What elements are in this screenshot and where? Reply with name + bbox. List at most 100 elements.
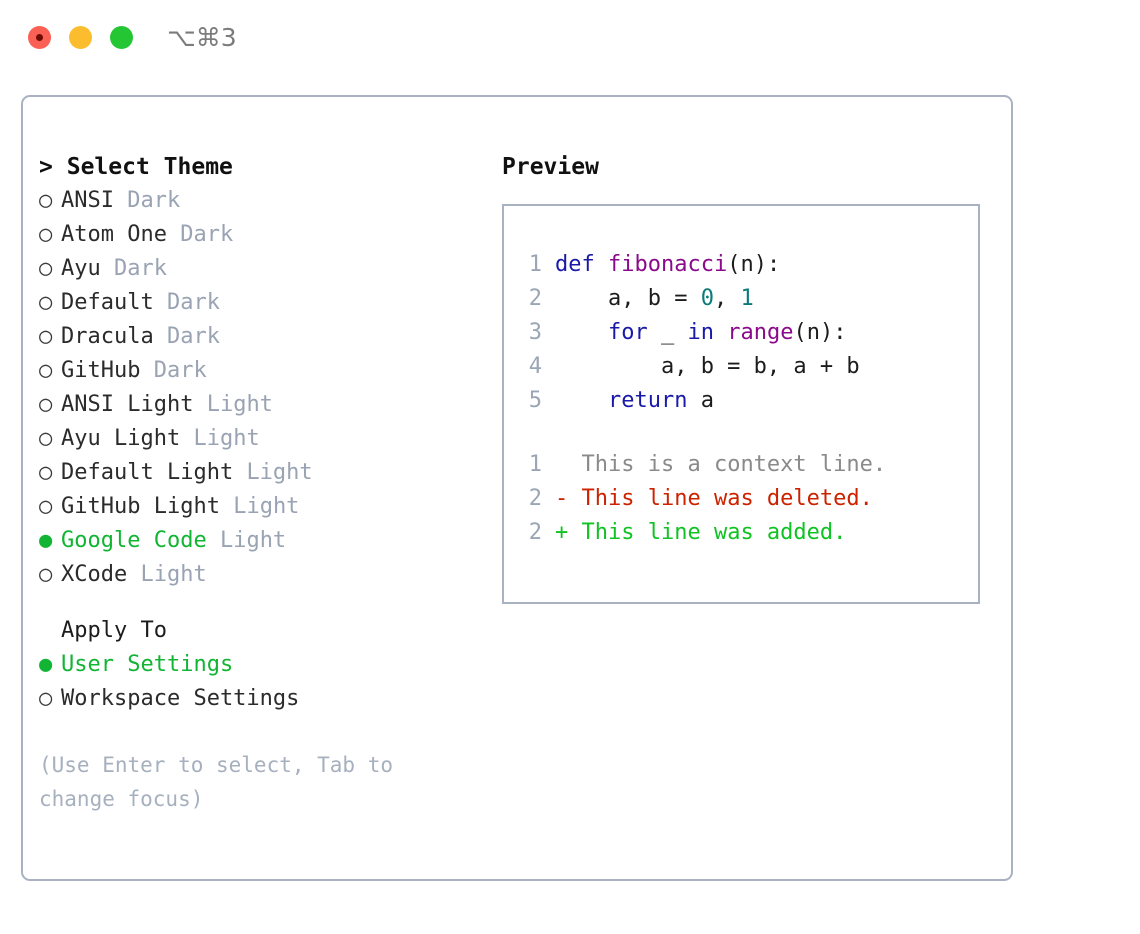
code-line: 3 for _ in range(n): — [516, 316, 970, 350]
line-number: 4 — [528, 354, 542, 379]
theme-option-tag: Light — [206, 392, 273, 417]
apply-to-option-list: ● User Settings ○Workspace Settings — [39, 648, 479, 716]
code-line: 5 return a — [516, 384, 970, 418]
theme-option-label: Dracula — [61, 324, 154, 349]
theme-picker-title: > Select Theme — [39, 150, 479, 184]
window-titlebar: ⌥⌘3 — [0, 0, 1140, 78]
theme-option-tag: Light — [246, 460, 313, 485]
theme-option-label: Ayu Light — [61, 426, 181, 451]
radio-icon: ○ — [39, 188, 53, 213]
diff-sample: 1 This is a context line. 2- This line w… — [516, 448, 970, 550]
code-line: 1 def fibonacci(n): — [516, 248, 970, 282]
theme-option-tag: Dark — [114, 256, 167, 281]
window-controls — [28, 26, 133, 49]
code-token: (n): — [793, 320, 847, 345]
maximize-button-icon[interactable] — [110, 26, 133, 49]
radio-icon: ○ — [39, 686, 53, 711]
theme-option-label: GitHub Light — [61, 494, 220, 519]
line-number: 5 — [528, 388, 542, 413]
radio-icon: ○ — [39, 494, 53, 519]
theme-option-ansi[interactable]: ○ANSI Dark — [39, 184, 479, 218]
radio-icon-selected: ● — [39, 652, 53, 677]
theme-option-dracula[interactable]: ○ Dracula Dark — [39, 320, 479, 354]
line-number: 2 — [528, 520, 542, 545]
theme-option-default-light[interactable]: ○ Default Light Light — [39, 456, 479, 490]
code-token: a, b = — [555, 286, 701, 311]
theme-option-label: Google Code — [61, 528, 207, 553]
minimize-button-icon[interactable] — [69, 26, 92, 49]
diff-text: This is a context line. — [581, 452, 887, 477]
diff-marker — [555, 452, 568, 477]
radio-icon: ○ — [39, 324, 53, 349]
preview-title: Preview — [502, 154, 599, 180]
theme-option-tag: Dark — [153, 358, 207, 383]
diff-line-deleted: 2- This line was deleted. — [516, 482, 970, 516]
code-token: in — [687, 320, 714, 345]
theme-option-label: GitHub — [61, 358, 141, 383]
theme-option-label: Ayu — [61, 256, 101, 281]
theme-option-list: ○ANSI Dark ○Atom One Dark ○Ayu Dark ○Def… — [39, 184, 479, 592]
radio-icon-selected: ● — [39, 528, 53, 553]
theme-option-tag: Light — [219, 528, 287, 553]
theme-picker-column: > Select Theme ○ANSI Dark ○Atom One Dark… — [39, 150, 479, 816]
radio-icon: ○ — [39, 392, 53, 417]
radio-icon: ○ — [39, 256, 53, 281]
diff-marker: + — [555, 520, 569, 545]
theme-option-github-light[interactable]: ○ GitHub Light Light — [39, 490, 479, 524]
diff-text: This line was added. — [581, 520, 847, 545]
theme-option-label: Default Light — [61, 460, 234, 485]
theme-option-tag: Light — [140, 562, 207, 587]
theme-option-label: ANSI Light — [61, 392, 194, 417]
theme-option-default[interactable]: ○Default Dark — [39, 286, 479, 320]
theme-option-atom-one[interactable]: ○Atom One Dark — [39, 218, 479, 252]
code-line: 2 a, b = 0, 1 — [516, 282, 970, 316]
theme-option-xcode[interactable]: ○XCode Light — [39, 558, 479, 592]
diff-line-added: 2 + This line was added. — [516, 516, 970, 550]
code-token: a, b = b, a + b — [555, 354, 860, 379]
theme-option-tag: Dark — [166, 290, 220, 315]
radio-icon: ○ — [39, 222, 53, 247]
code-token: 0 — [700, 286, 714, 311]
keyboard-shortcut-label: ⌥⌘3 — [167, 23, 237, 52]
code-token: (n): — [727, 252, 781, 277]
theme-option-ayu[interactable]: ○ Ayu Dark — [39, 252, 479, 286]
line-number: 1 — [528, 252, 542, 277]
theme-option-ayu-light[interactable]: ○Ayu Light Light — [39, 422, 479, 456]
line-number: 2 — [528, 286, 542, 311]
theme-option-tag: Light — [233, 494, 300, 519]
theme-option-tag: Light — [193, 426, 260, 451]
radio-icon: ○ — [39, 358, 53, 383]
code-token: return — [607, 388, 688, 413]
diff-marker: - — [555, 486, 569, 511]
theme-option-label: Default — [61, 290, 154, 315]
code-token — [714, 320, 727, 345]
code-line: 4 a, b = b, a + b — [516, 350, 970, 384]
line-number: 3 — [528, 320, 542, 345]
radio-icon: ○ — [39, 562, 53, 587]
theme-option-github[interactable]: ○ GitHub Dark — [39, 354, 479, 388]
theme-option-google-code[interactable]: ● Google Code Light — [39, 524, 479, 558]
code-token: _ — [647, 320, 688, 345]
apply-to-title: Apply To — [61, 618, 167, 643]
spacer — [39, 716, 479, 748]
code-token: a — [687, 388, 714, 413]
apply-to-option-user-settings[interactable]: ● User Settings — [39, 648, 479, 682]
theme-option-tag: Dark — [166, 324, 220, 349]
radio-icon: ○ — [39, 460, 53, 485]
code-token: fibonacci — [607, 252, 728, 277]
theme-option-ansi-light[interactable]: ○ ANSI Light Light — [39, 388, 479, 422]
line-number: 1 — [528, 452, 542, 477]
diff-line-context: 1 This is a context line. — [516, 448, 970, 482]
spacer — [39, 592, 479, 614]
code-token: for — [607, 320, 648, 345]
apply-to-option-workspace-settings[interactable]: ○Workspace Settings — [39, 682, 479, 716]
main-panel: > Select Theme ○ANSI Dark ○Atom One Dark… — [21, 95, 1013, 881]
code-token — [555, 388, 608, 413]
code-token: def — [555, 252, 608, 277]
apply-to-option-label: User Settings — [61, 652, 234, 677]
close-button-icon[interactable] — [28, 26, 51, 49]
caret-icon: > — [39, 154, 53, 180]
